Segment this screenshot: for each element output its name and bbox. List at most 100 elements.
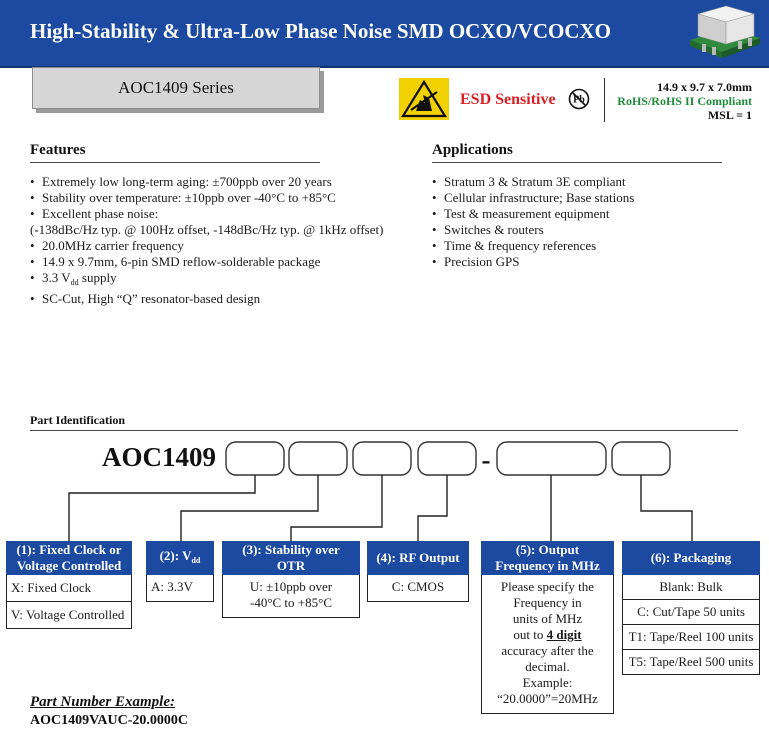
part-code-slot-6 [611, 441, 671, 476]
features-title: Features [30, 142, 86, 158]
part-code-connector-6 [640, 475, 693, 541]
list-item-subscript: dd [70, 278, 79, 287]
option-row: C: Cut/Tape 50 units [623, 599, 759, 624]
applications-title: Applications [432, 142, 513, 158]
option-line: Example: [522, 675, 573, 690]
option-emphasis: 4 digit [546, 627, 582, 642]
list-item: SC-Cut, High “Q” resonator-based design [30, 291, 383, 307]
list-item: 3.3 Vdd supply [30, 270, 383, 291]
option-line: units of MHz [512, 611, 583, 626]
option-row: Blank: Bulk [659, 579, 723, 594]
list-item-text: SC-Cut, High “Q” resonator-based design [42, 291, 261, 306]
group-header-subscript: dd [191, 555, 201, 565]
option-row: V: Voltage Controlled [7, 601, 131, 628]
group-header-line: Frequency in MHz [495, 558, 600, 573]
group-options-3: U: ±10ppb over-40°C to +85°C [222, 575, 360, 618]
list-item-text: Stability over temperature: ±10ppb over … [42, 190, 336, 205]
list-item-text: Precision GPS [444, 254, 520, 269]
group-header-line: (3): Stability over [242, 542, 340, 557]
option-line: out to 4 digit [486, 627, 609, 643]
group-header-text: (6): Packaging [651, 550, 732, 566]
option-row: X: Fixed Clock [11, 580, 92, 595]
list-item: Cellular infrastructure; Base stations [432, 190, 634, 206]
group-header-line: (4): RF Output [376, 550, 460, 565]
list-item: Stability over temperature: ±10ppb over … [30, 190, 383, 206]
list-item: Precision GPS [432, 254, 634, 270]
compliance-divider [604, 78, 605, 122]
part-code-slot-1 [225, 441, 285, 476]
group-header-text: (2): Vdd [160, 548, 201, 569]
part-number-prefix: AOC1409 [102, 442, 216, 472]
list-item-text: Extremely low long-term aging: ±700ppb o… [42, 174, 332, 189]
package-dimensions: 14.9 x 9.7 x 7.0mm [657, 80, 752, 94]
list-item-text: 20.0MHz carrier frequency [42, 238, 184, 253]
group-header-line: (6): Packaging [650, 550, 732, 565]
option-row: T1: Tape/Reel 100 units [623, 624, 759, 649]
group-header-line: OTR [276, 558, 306, 573]
group-header-line: (1): Fixed Clock or [16, 542, 122, 557]
list-item: 20.0MHz carrier frequency [30, 238, 383, 254]
option-line: Frequency in [513, 595, 582, 610]
list-item: (-138dBc/Hz typ. @ 100Hz offset, -148dBc… [30, 222, 383, 238]
option-line: C: CMOS [391, 579, 445, 594]
part-code-connector-3 [290, 475, 383, 541]
group-options-1: X: Fixed Clock V: Voltage Controlled [6, 575, 132, 629]
part-code-connector-4 [417, 475, 448, 541]
option-line: U: ±10ppb over [249, 579, 333, 594]
option-line: Please specify the [500, 579, 595, 594]
group-header-text: (4): RF Output [376, 550, 459, 566]
part-code-diagram: - [68, 441, 693, 541]
option-text: out to [513, 627, 547, 642]
series-label: AOC1409 Series [32, 67, 320, 109]
option-row: T5: Tape/Reel 500 units [623, 649, 759, 674]
list-item-text: Switches & routers [444, 222, 544, 237]
group-header-line: (2): V [159, 547, 192, 563]
list-item-text: Cellular infrastructure; Base stations [444, 190, 635, 205]
option-line: decimal. [525, 659, 570, 674]
group-header-line: (5): Output [515, 542, 580, 557]
esd-warning-icon [399, 78, 449, 120]
list-item: Time & frequency references [432, 238, 634, 254]
lead-free-icon: Pb [568, 88, 590, 110]
part-identification-rule [30, 430, 738, 431]
part-code-slot-4 [417, 441, 477, 476]
option-line: accuracy after the [501, 643, 594, 658]
list-item-text: (-138dBc/Hz typ. @ 100Hz offset, -148dBc… [30, 222, 384, 237]
list-item: Extremely low long-term aging: ±700ppb o… [30, 174, 383, 190]
header-divider [0, 66, 769, 68]
list-item: Switches & routers [432, 222, 634, 238]
option-line: “20.0000”=20MHz [497, 691, 598, 706]
list-item: 14.9 x 9.7mm, 6-pin SMD reflow-solderabl… [30, 254, 383, 270]
page-title: High-Stability & Ultra-Low Phase Noise S… [30, 19, 611, 43]
list-item-text: Excellent phase noise: [42, 206, 159, 221]
part-code-dash: - [482, 445, 491, 475]
esd-sensitive-label: ESD Sensitive [460, 91, 556, 108]
oscillator-chip-icon [690, 5, 760, 58]
msl-rating: MSL = 1 [707, 108, 752, 122]
list-item-text: Stratum 3 & Stratum 3E compliant [444, 174, 626, 189]
rohs-compliance: RoHS/RoHS II Compliant [617, 94, 752, 108]
part-code-slot-3 [352, 441, 412, 476]
list-item-text: 3.3 V [42, 270, 71, 285]
part-code-connector-1 [68, 475, 256, 541]
features-rule [30, 162, 320, 163]
part-code-slot-2 [288, 441, 348, 476]
option-line: A: 3.3V [151, 579, 193, 594]
header-banner [0, 0, 769, 66]
group-header-6: (6): Packaging [622, 541, 760, 575]
list-item-text: Test & measurement equipment [444, 206, 610, 221]
features-list: Extremely low long-term aging: ±700ppb o… [30, 174, 383, 307]
applications-list: Stratum 3 & Stratum 3E compliantCellular… [432, 174, 634, 270]
list-item-text: supply [78, 270, 117, 285]
list-item-text: 14.9 x 9.7mm, 6-pin SMD reflow-solderabl… [42, 254, 321, 269]
group-header-2: (2): Vdd [146, 541, 214, 575]
list-item: Excellent phase noise: [30, 206, 383, 222]
part-example-title: Part Number Example: [30, 694, 175, 710]
